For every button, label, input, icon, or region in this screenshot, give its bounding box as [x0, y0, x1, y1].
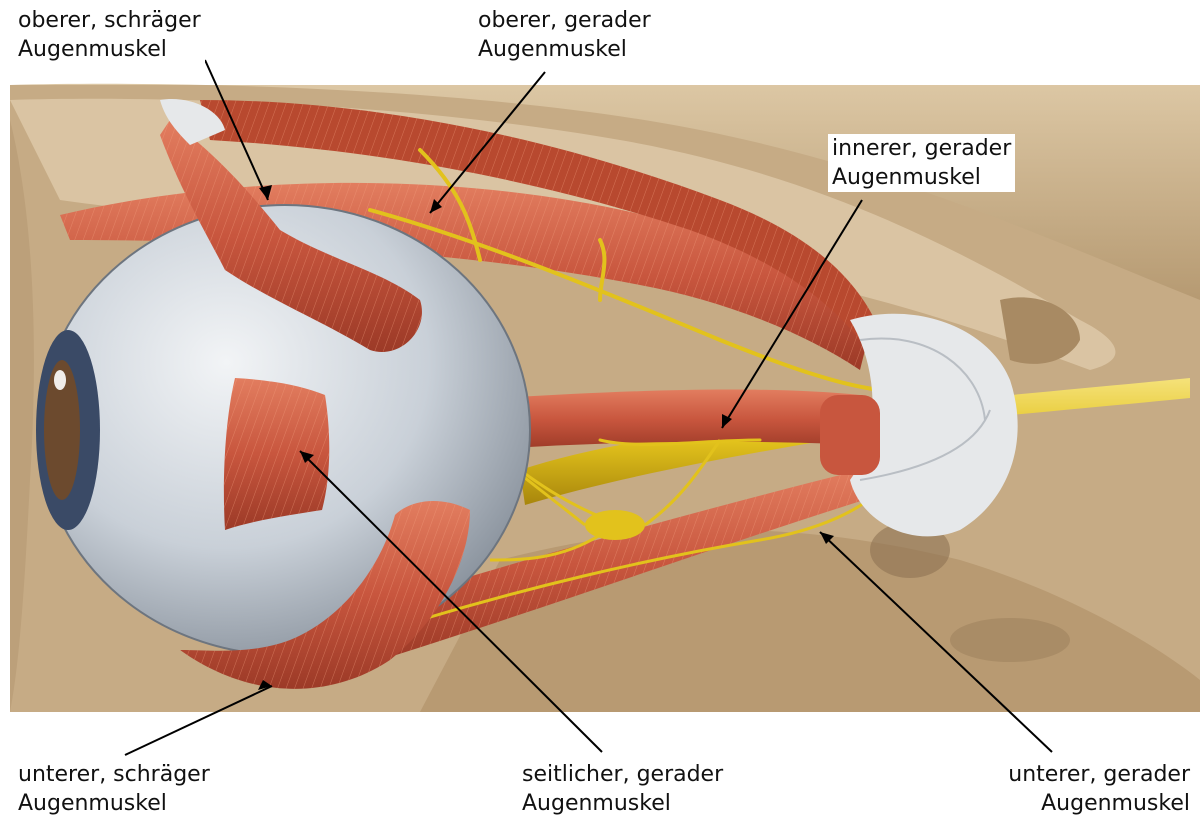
cornea-iris [36, 330, 100, 530]
label-superior-rectus-line1: oberer, gerader [478, 6, 651, 35]
lateral-rectus-muscle [224, 378, 329, 530]
label-inferior-rectus-line1: unterer, gerader [1008, 760, 1190, 789]
label-inferior-oblique-line2: Augenmuskel [18, 789, 210, 818]
label-inferior-rectus-line2: Augenmuskel [1008, 789, 1190, 818]
label-superior-oblique: oberer, schräger Augenmuskel [14, 6, 205, 64]
label-inferior-oblique-line1: unterer, schräger [18, 760, 210, 789]
label-superior-oblique-line2: Augenmuskel [18, 35, 201, 64]
label-medial-rectus-line1: innerer, gerader [832, 134, 1011, 163]
label-medial-rectus: innerer, gerader Augenmuskel [828, 134, 1015, 192]
label-superior-rectus-line2: Augenmuskel [478, 35, 651, 64]
label-lateral-rectus-line1: seitlicher, gerader [522, 760, 723, 789]
label-inferior-rectus: unterer, gerader Augenmuskel [1004, 760, 1194, 818]
label-superior-oblique-line1: oberer, schräger [18, 6, 201, 35]
label-lateral-rectus-line2: Augenmuskel [522, 789, 723, 818]
label-inferior-oblique: unterer, schräger Augenmuskel [14, 760, 214, 818]
label-medial-rectus-line2: Augenmuskel [832, 163, 1011, 192]
label-lateral-rectus: seitlicher, gerader Augenmuskel [518, 760, 727, 818]
label-superior-rectus: oberer, gerader Augenmuskel [474, 6, 655, 64]
